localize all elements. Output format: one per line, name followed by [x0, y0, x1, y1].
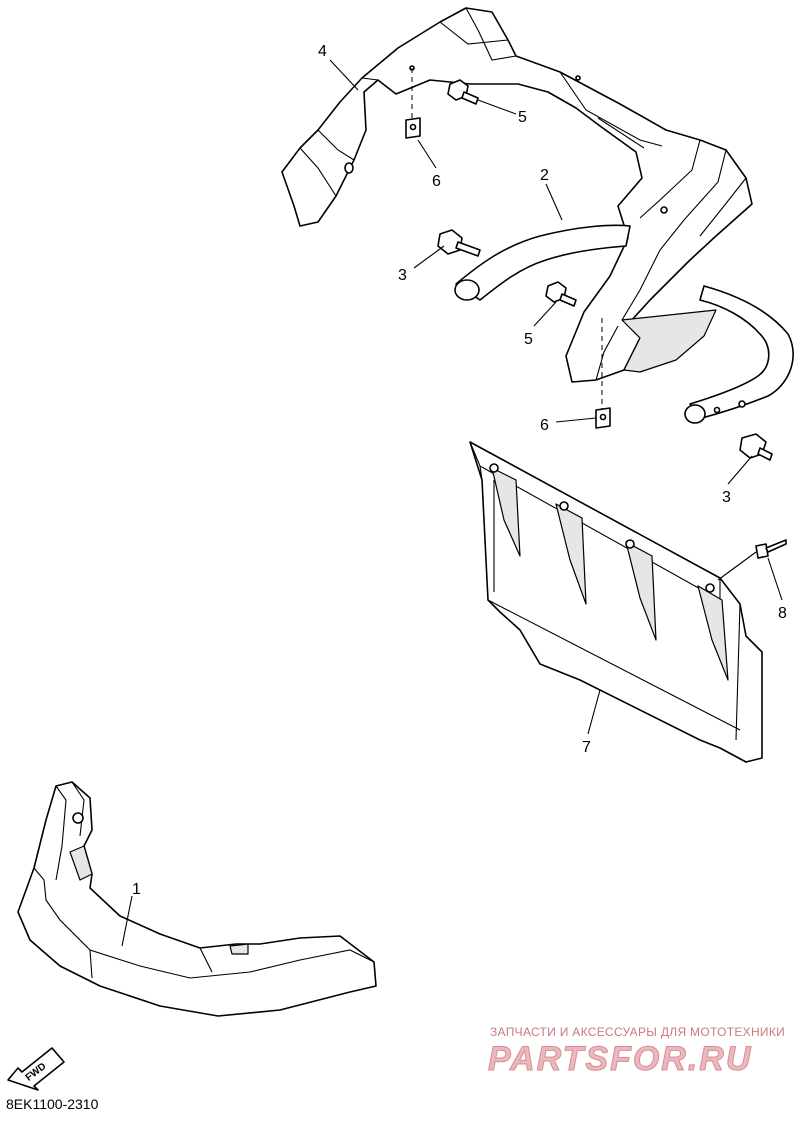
diagram-code: 8EK1100-2310	[6, 1096, 99, 1112]
callout-3-upper: 3	[398, 267, 407, 284]
leader-rivet-attach	[717, 551, 757, 581]
part-7-skid-plate	[469, 441, 763, 763]
part-6-clip-upper	[405, 117, 421, 139]
part-2-tube-guard	[454, 224, 794, 424]
callout-5-middle: 5	[524, 331, 533, 348]
leader-6a	[417, 139, 437, 169]
leader-4	[329, 59, 359, 91]
leader-5b	[533, 301, 557, 327]
callout-4: 4	[318, 43, 327, 60]
callout-2: 2	[540, 167, 549, 184]
fwd-arrow-icon: FWD	[7, 1047, 65, 1091]
watermark-logo: PARTSFOR.RU	[488, 1040, 752, 1078]
part-6-clip-lower	[595, 407, 611, 429]
callout-3-lower: 3	[722, 489, 731, 506]
callout-5-upper: 5	[518, 109, 527, 126]
part-5-bolt-upper	[447, 79, 479, 105]
watermark: ЗАПЧАСТИ И АКСЕССУАРЫ ДЛЯ МОТОТЕХНИКИ PA…	[488, 1025, 785, 1079]
watermark-tagline: ЗАПЧАСТИ И АКСЕССУАРЫ ДЛЯ МОТОТЕХНИКИ	[490, 1025, 785, 1039]
callout-6-lower: 6	[540, 417, 549, 434]
part-5-bolt-middle	[545, 281, 577, 307]
callout-7: 7	[582, 739, 591, 756]
callout-1: 1	[132, 881, 141, 898]
leader-2	[545, 183, 563, 221]
leader-8	[767, 557, 783, 601]
leader-7	[587, 689, 601, 735]
part-4-front-bracket	[281, 7, 753, 383]
part-1-front-bumper	[17, 781, 377, 1017]
leader-6b	[555, 417, 597, 423]
part-3-bolt-upper	[437, 229, 481, 257]
leader-5a	[477, 99, 517, 115]
part-3-bolt-lower	[739, 433, 773, 461]
leader-1	[121, 895, 133, 947]
leader-3b	[727, 455, 753, 485]
callout-8: 8	[778, 605, 787, 622]
callout-6-upper: 6	[432, 173, 441, 190]
leader-3a	[413, 245, 445, 269]
part-8-rivet	[755, 539, 787, 559]
